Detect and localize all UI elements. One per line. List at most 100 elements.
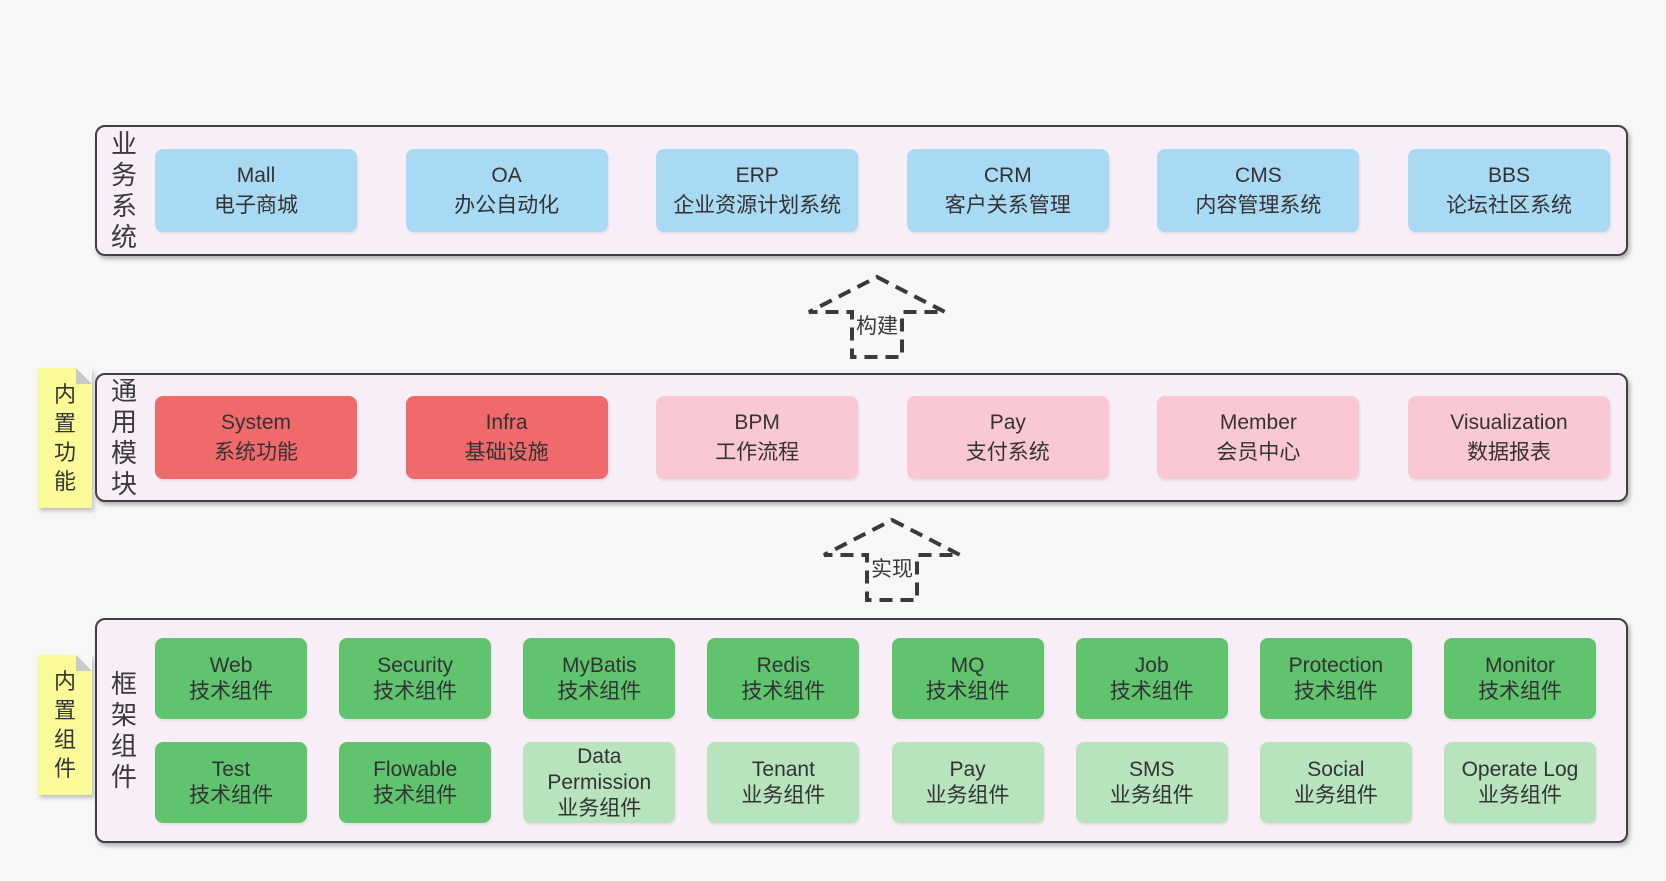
band-label-framework-components: 框架组件 [101,620,147,841]
box-subtitle: 业务组件 [1293,783,1378,807]
box-title: System [220,410,291,434]
box-title: Visualization [1450,410,1568,434]
box-monitor: Monitor 技术组件 [1443,638,1596,719]
box-title: Redis [756,653,811,677]
box-pay-component: Pay 业务组件 [891,742,1044,823]
box-title: Mall [236,163,276,187]
box-subtitle: 客户关系管理 [944,193,1071,217]
box-subtitle: 数据报表 [1466,440,1551,464]
band-label-text: 业务系统 [110,128,137,252]
box-title: Monitor [1484,653,1555,677]
box-title: Infra [485,410,528,434]
box-crm: CRM 客户关系管理 [906,149,1109,232]
box-subtitle: 企业资源计划系统 [673,193,842,217]
box-web: Web 技术组件 [155,638,307,719]
box-subtitle: 工作流程 [715,440,800,464]
box-subtitle: 技术组件 [373,679,458,703]
band-common-modules: 通用模块 System 系统功能 Infra 基础设施 BPM 工作流程 Pay… [95,373,1628,502]
band-label-text: 框架组件 [110,668,137,792]
band-label-common-modules: 通用模块 [101,375,147,500]
box-subtitle: 业务组件 [1109,783,1194,807]
box-flowable: Flowable 技术组件 [339,742,492,823]
common-modules-boxes: System 系统功能 Infra 基础设施 BPM 工作流程 Pay 支付系统… [155,375,1610,500]
box-subtitle: 技术组件 [1293,679,1378,703]
box-social: Social 业务组件 [1259,742,1412,823]
box-mall: Mall 电子商城 [155,149,357,232]
box-test: Test 技术组件 [155,742,307,823]
box-title: Web [209,653,253,677]
box-security: Security 技术组件 [339,638,492,719]
box-mybatis: MyBatis 技术组件 [523,638,676,719]
note-built-in-components: 内置组件 [38,655,92,795]
box-subtitle: 技术组件 [1477,679,1562,703]
box-infra: Infra 基础设施 [405,396,608,479]
box-subtitle: 内容管理系统 [1195,193,1322,217]
business-systems-boxes: Mall 电子商城 OA 办公自动化 ERP 企业资源计划系统 CRM 客户关系… [155,127,1610,254]
box-subtitle: 系统功能 [214,440,298,464]
box-bbs: BBS 论坛社区系统 [1407,149,1610,232]
box-title: Tenant [751,757,815,781]
box-title: ERP [735,163,779,187]
box-operate-log: Operate Log 业务组件 [1443,742,1596,823]
box-system: System 系统功能 [155,396,357,479]
box-sms: SMS 业务组件 [1075,742,1228,823]
note-text: 内置功能 [53,382,76,494]
up-arrow-icon [823,517,961,602]
box-title: Job [1134,653,1169,677]
box-subtitle: 技术组件 [741,679,826,703]
box-subtitle: 业务组件 [557,796,642,820]
box-bpm: BPM 工作流程 [656,396,859,479]
implement-arrow-label: 实现 [869,553,915,583]
band-framework-components: 框架组件 Web 技术组件 Security 技术组件 MyBatis 技术组件… [95,618,1628,843]
note-built-in-features: 内置功能 [38,368,92,508]
box-subtitle: 业务组件 [741,783,826,807]
build-arrow: 构建 [806,274,948,360]
box-subtitle: 基础设施 [464,440,549,464]
box-subtitle: 会员中心 [1216,440,1301,464]
box-subtitle: 电子商城 [214,193,298,217]
box-title: SMS [1128,757,1175,781]
box-protection: Protection 技术组件 [1259,638,1412,719]
box-member: Member 会员中心 [1157,396,1360,479]
box-title: Pay [989,410,1026,434]
box-title: Security [377,653,454,677]
box-subtitle: 论坛社区系统 [1445,193,1572,217]
up-arrow-icon [808,274,946,359]
box-title: Social [1307,757,1365,781]
box-subtitle: 技术组件 [189,679,273,703]
box-cms: CMS 内容管理系统 [1157,149,1360,232]
box-title: CMS [1235,163,1282,187]
box-erp: ERP 企业资源计划系统 [656,149,859,232]
box-title: Operate Log [1461,757,1579,781]
band-label-business-systems: 业务系统 [101,127,147,254]
box-title: Flowable [373,757,458,781]
box-pay: Pay 支付系统 [906,396,1109,479]
box-title: Member [1219,410,1297,434]
box-mq: MQ 技术组件 [891,638,1044,719]
box-title: MyBatis [561,653,637,677]
box-title: OA [491,163,522,187]
box-subtitle: 技术组件 [373,783,458,807]
framework-components-grid: Web 技术组件 Security 技术组件 MyBatis 技术组件 Redi… [155,638,1596,823]
box-title: Pay [949,757,986,781]
box-subtitle: 业务组件 [1477,783,1562,807]
box-title: BBS [1487,163,1530,187]
box-subtitle: 技术组件 [925,679,1010,703]
box-oa: OA 办公自动化 [405,149,608,232]
box-tenant: Tenant 业务组件 [707,742,860,823]
box-subtitle: 技术组件 [189,783,273,807]
box-title: Test [211,757,251,781]
implement-arrow: 实现 [821,517,963,603]
box-job: Job 技术组件 [1075,638,1228,719]
box-title: Data Permission [547,744,652,794]
box-redis: Redis 技术组件 [707,638,860,719]
note-text: 内置组件 [53,669,76,781]
box-title: BPM [734,410,780,434]
box-title: CRM [983,163,1032,187]
box-subtitle: 业务组件 [925,783,1010,807]
box-visualization: Visualization 数据报表 [1407,396,1610,479]
build-arrow-label: 构建 [854,310,900,340]
box-data-permission: Data Permission 业务组件 [523,742,676,823]
box-subtitle: 办公自动化 [454,193,560,217]
